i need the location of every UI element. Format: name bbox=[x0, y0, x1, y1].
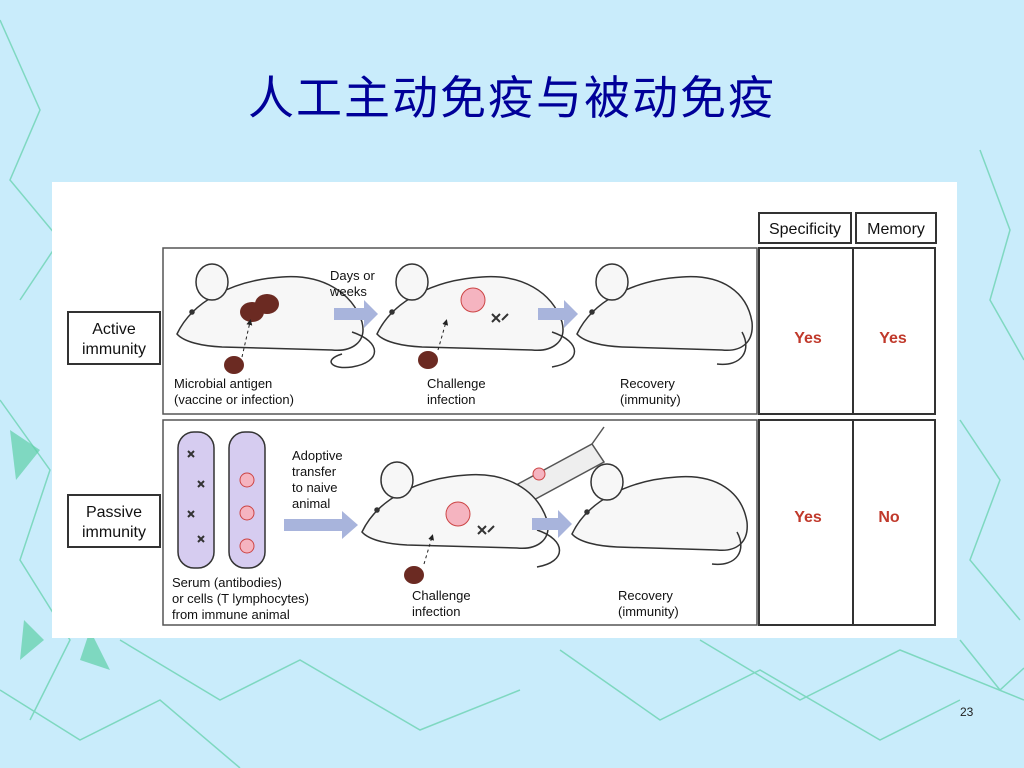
memory-header-box bbox=[855, 212, 937, 244]
arrow-right-icon bbox=[334, 300, 378, 328]
days-or-weeks-label-1: Days or bbox=[330, 268, 375, 283]
immunity-diagram: Specificity Memory Active immunity Micro… bbox=[67, 212, 937, 626]
challenge-label-2: infection bbox=[427, 392, 475, 407]
antigen-particle bbox=[224, 356, 244, 374]
lymphocyte-cell-icon bbox=[460, 287, 486, 313]
specificity-header-box bbox=[758, 212, 852, 244]
antibody-icon bbox=[491, 313, 509, 323]
active-specificity-value: Yes bbox=[794, 330, 822, 347]
passive-specificity-value: Yes bbox=[794, 509, 822, 526]
serum-label-3: from immune animal bbox=[172, 607, 290, 622]
passive-recovery-label-1: Recovery bbox=[618, 588, 673, 603]
passive-memory-value: No bbox=[878, 509, 900, 526]
adoptive-transfer-label-2: transfer bbox=[292, 464, 337, 479]
passive-recovery-label-2: (immunity) bbox=[618, 604, 679, 619]
mouse-challenge-icon bbox=[376, 263, 576, 368]
slide-title: 人工主动免疫与被动免疫 bbox=[248, 71, 776, 125]
active-immunity-label-1: Active bbox=[92, 321, 136, 338]
microbial-antigen-label-1: Microbial antigen bbox=[174, 376, 272, 391]
memory-header: Memory bbox=[867, 221, 925, 238]
lymphocyte-cell-icon bbox=[445, 501, 471, 527]
active-memory-cell bbox=[852, 247, 936, 415]
page-number: 23 bbox=[960, 705, 974, 719]
serum-label-2: or cells (T lymphocytes) bbox=[172, 591, 309, 606]
active-memory-value: Yes bbox=[879, 330, 907, 347]
passive-immunity-label-1: Passive bbox=[86, 504, 142, 521]
active-immunity-label-2: immunity bbox=[82, 341, 146, 358]
passive-challenge-label-1: Challenge bbox=[412, 588, 471, 603]
passive-challenge-label-2: infection bbox=[412, 604, 460, 619]
mouse-recovery-icon bbox=[576, 263, 753, 366]
immunity-figure: Specificity Memory Active immunity Micro… bbox=[52, 182, 957, 638]
adoptive-transfer-label-4: animal bbox=[292, 496, 330, 511]
challenge-label-1: Challenge bbox=[427, 376, 486, 391]
microbial-antigen-label-2: (vaccine or infection) bbox=[174, 392, 294, 407]
active-immunity-label-box bbox=[67, 311, 161, 365]
test-tube-antibodies-icon bbox=[177, 431, 215, 569]
recovery-label-1: Recovery bbox=[620, 376, 675, 391]
arrow-right-icon bbox=[538, 300, 578, 328]
antigen-particle bbox=[418, 351, 438, 369]
serum-label-1: Serum (antibodies) bbox=[172, 575, 282, 590]
passive-specificity-cell bbox=[758, 419, 854, 626]
recovery-label-2: (immunity) bbox=[620, 392, 681, 407]
arrow-right-icon bbox=[284, 511, 358, 539]
antigen-particle bbox=[255, 294, 279, 314]
antibody-icon bbox=[477, 525, 495, 535]
test-tube-cells-icon bbox=[228, 431, 266, 569]
days-or-weeks-label-2: weeks bbox=[329, 284, 367, 299]
passive-memory-cell bbox=[852, 419, 936, 626]
arrow-right-icon bbox=[532, 510, 572, 538]
passive-immunity-label-2: immunity bbox=[82, 524, 146, 541]
specificity-header: Specificity bbox=[769, 221, 841, 238]
mouse-passive-recovery-icon bbox=[571, 463, 748, 566]
adoptive-transfer-label-3: to naive bbox=[292, 480, 338, 495]
antigen-particle bbox=[404, 566, 424, 584]
adoptive-transfer-label-1: Adoptive bbox=[292, 448, 343, 463]
passive-immunity-label-box bbox=[67, 494, 161, 548]
